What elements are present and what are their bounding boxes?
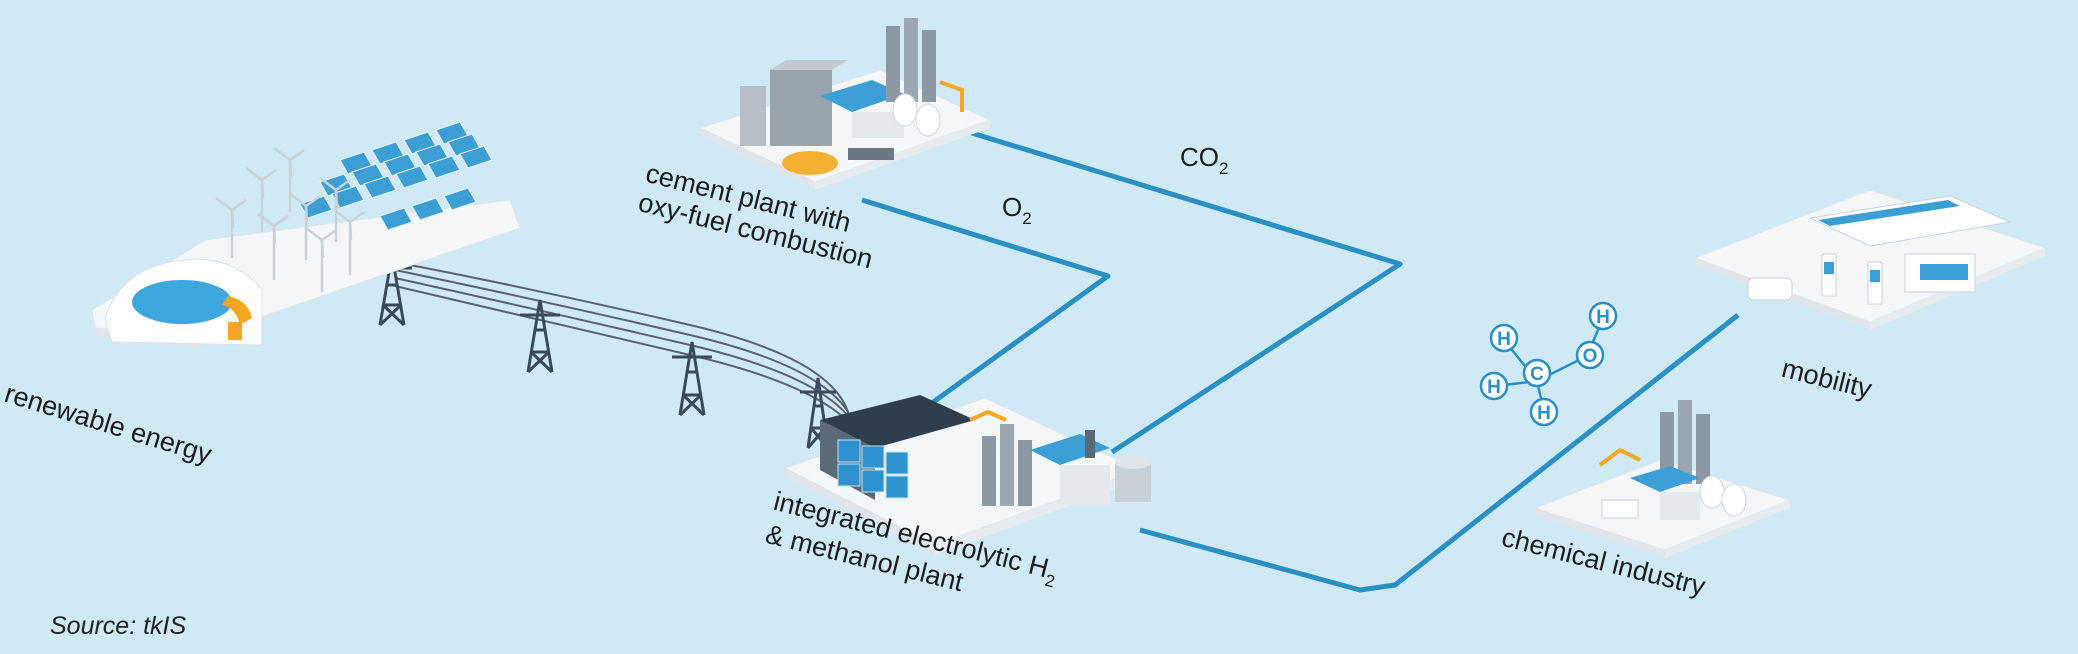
train-icon (1808, 195, 2012, 247)
o2-label: O2 (1002, 192, 1032, 228)
atom-label-h-1: H (1497, 329, 1511, 350)
atom-label-h-2: H (1487, 377, 1501, 398)
electrolyzer-units (837, 439, 909, 499)
o2-main: O (1002, 192, 1023, 222)
co2-pipeline (961, 127, 1403, 455)
atom-h-2 (1479, 371, 1509, 401)
dam-wall (222, 296, 252, 325)
chemical-industry-site (1533, 400, 1792, 558)
wind-turbine-icon (305, 227, 337, 292)
car-icon (1747, 277, 1793, 301)
electrolytic-plant (783, 395, 1151, 555)
mobility-site (1693, 189, 2047, 330)
wind-turbine-icon (333, 209, 365, 275)
co2-sub: 2 (1219, 159, 1229, 178)
reservoir-lake (132, 280, 232, 324)
atom-o (1575, 340, 1605, 370)
solar-panel-icons (299, 121, 493, 231)
wind-turbine-icon (215, 197, 247, 258)
pylon-icon (672, 341, 712, 417)
atom-h-4 (1529, 397, 1559, 427)
source-label: Source: tkIS (50, 612, 187, 640)
wind-turbine-icon (273, 147, 305, 212)
atom-label-o: O (1583, 346, 1598, 367)
o2-pipeline (861, 197, 1111, 416)
methanol-pipeline (1139, 313, 1740, 593)
cement-pile (782, 151, 838, 175)
pipelines (861, 127, 1740, 593)
pylon-icon (520, 299, 560, 374)
atom-label-h-3: H (1596, 307, 1610, 328)
pylon-icon (800, 377, 836, 449)
power-lines (394, 261, 866, 445)
o2-sub: 2 (1022, 209, 1032, 228)
cement-plant (698, 18, 992, 190)
atom-c (1522, 358, 1552, 388)
wind-turbine-icon (245, 167, 277, 232)
wind-turbine-icon (257, 213, 289, 280)
atom-h-3 (1588, 301, 1618, 331)
atom-h-1 (1489, 323, 1519, 353)
wind-turbine-icons (215, 147, 365, 292)
renewable-energy-site (91, 121, 521, 348)
atom-label-h-4: H (1537, 403, 1551, 424)
atom-label-c: C (1530, 364, 1544, 385)
cement-silo (740, 86, 766, 146)
methanol-molecule: H H C O H H (1479, 301, 1618, 427)
pylon-icons (372, 254, 836, 449)
wind-turbine-icon (319, 177, 351, 242)
co2-main: CO (1180, 142, 1219, 172)
tanker-truck-icon (1601, 499, 1639, 519)
wind-turbine-icon (289, 193, 321, 260)
co2-label: CO2 (1180, 142, 1228, 178)
